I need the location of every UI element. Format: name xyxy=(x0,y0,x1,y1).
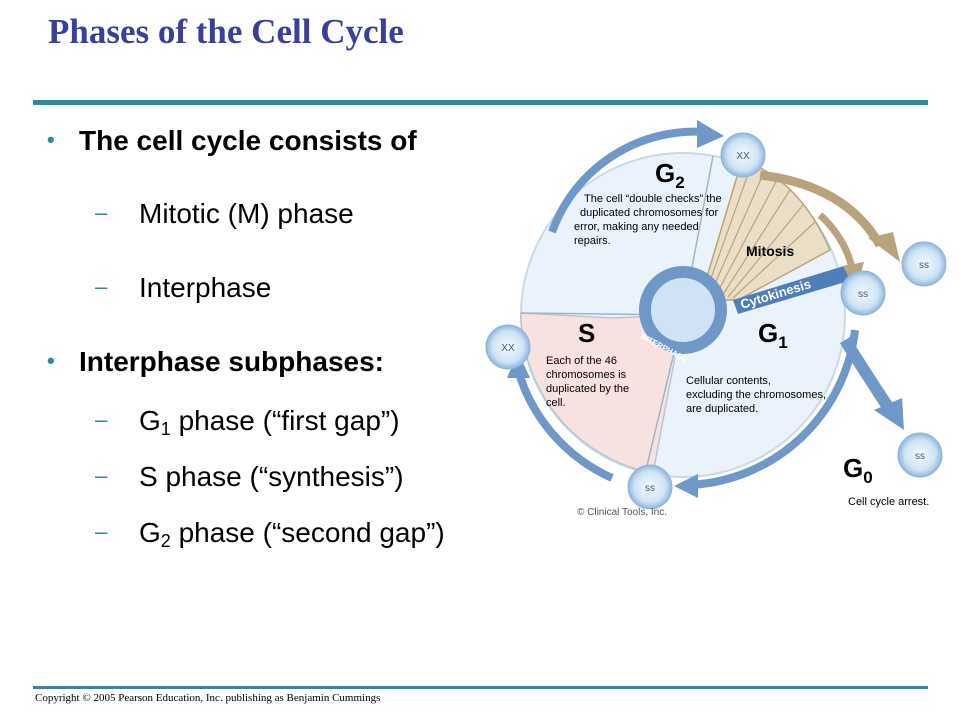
cytokinesis-band xyxy=(733,265,852,314)
slide-title: Phases of the Cell Cycle xyxy=(48,12,404,51)
svg-text:ss: ss xyxy=(645,483,655,494)
sub-bullet-text: Mitotic (M) phase xyxy=(139,198,354,229)
bullet-marker: • xyxy=(47,348,55,373)
mitosis-label: Mitosis xyxy=(746,243,794,259)
interphase-core xyxy=(653,280,713,340)
sub-bullet-marker: – xyxy=(95,463,108,488)
cell-s-left: XX xyxy=(485,324,531,370)
cell-daughter-2: ss xyxy=(840,270,886,316)
bullet-text: Interphase subphases: xyxy=(79,346,384,377)
s-label: S xyxy=(578,318,595,348)
g2-description: The cell “double checks” the duplicated … xyxy=(574,193,725,247)
bottom-divider xyxy=(33,686,928,689)
mitosis-arrow-2 xyxy=(817,212,856,269)
diagram-credit: © Clinical Tools, Inc. xyxy=(577,507,667,518)
g1-label: G1 xyxy=(758,318,788,352)
mitosis-arrowhead xyxy=(868,232,900,262)
cell-g2-top: XX xyxy=(720,132,766,178)
svg-text:ss: ss xyxy=(919,260,929,271)
sub-bullet-text: G1 phase (“first gap”) xyxy=(139,405,400,439)
svg-text:ss: ss xyxy=(915,451,925,462)
top-divider xyxy=(33,100,928,105)
sub-bullet-text: S phase (“synthesis”) xyxy=(139,461,404,492)
svg-text:ss: ss xyxy=(858,289,868,300)
g0-label: G0 xyxy=(843,453,873,487)
cell-daughter-1: ss xyxy=(901,241,947,287)
cycle-arrowhead xyxy=(674,474,698,498)
sub-bullet-marker: – xyxy=(95,519,108,544)
sub-bullet-marker: – xyxy=(95,407,108,432)
g0-arrowhead xyxy=(874,398,904,430)
sub-bullet-marker: – xyxy=(95,274,108,299)
s-phase-sector xyxy=(520,312,684,474)
bullet-text: The cell cycle consists of xyxy=(79,125,417,156)
cell-bottom: ss xyxy=(627,464,673,510)
mitosis-stripes xyxy=(704,162,816,299)
sub-bullet-text: G2 phase (“second gap”) xyxy=(139,517,445,551)
sub-bullet-marker: – xyxy=(95,200,108,225)
g1-description: Cellular contents, excluding the chromos… xyxy=(686,375,829,415)
g2-label: G2 xyxy=(655,158,685,192)
sub-bullet-text: Interphase xyxy=(139,272,272,303)
cycle-arrow-top xyxy=(548,127,707,234)
cell-g0: ss xyxy=(897,432,943,478)
bullet-marker: • xyxy=(47,127,55,152)
copyright-notice: Copyright © 2005 Pearson Education, Inc.… xyxy=(35,692,381,704)
cell-cycle-diagram: Cytokinesis INTERPHASE XX ss ss XX ss ss xyxy=(485,120,947,518)
svg-text:XX: XX xyxy=(736,151,750,162)
cycle-arrow-left xyxy=(514,368,614,482)
g0-arrow xyxy=(839,336,895,414)
mitosis-arrow xyxy=(759,170,884,248)
cycle-arrowhead xyxy=(697,120,724,148)
cycle-arrow-bottom xyxy=(689,329,859,489)
s-description: Each of the 46 chromosomes is duplicated… xyxy=(546,355,632,409)
svg-text:XX: XX xyxy=(501,343,515,354)
g0-description: Cell cycle arrest. xyxy=(848,496,929,508)
